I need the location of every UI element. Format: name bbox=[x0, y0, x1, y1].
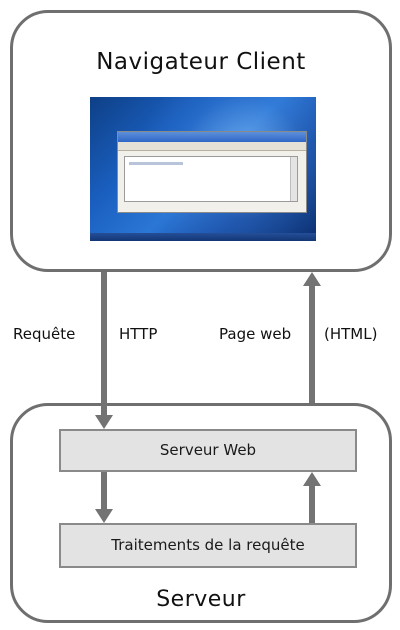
browser-window-toolbar bbox=[118, 142, 306, 151]
request-arrow-head-to-webserver bbox=[95, 415, 113, 429]
request-arrow-line-inner bbox=[101, 403, 107, 415]
response-arrow-head-top bbox=[303, 272, 321, 286]
request-arrow-line-top bbox=[101, 272, 107, 403]
response-arrow-line-top bbox=[309, 286, 315, 403]
processing-arrow-line-down bbox=[101, 472, 107, 509]
request-label-requete: Requête bbox=[13, 325, 76, 343]
browser-window-titlebar bbox=[118, 132, 306, 142]
request-processing-box: Traitements de la requête bbox=[59, 523, 357, 568]
client-title: Navigateur Client bbox=[96, 49, 306, 75]
browser-window-text-line bbox=[129, 162, 183, 165]
web-server-box: Serveur Web bbox=[59, 429, 357, 472]
browser-screenshot bbox=[90, 97, 316, 241]
browser-window-thumbnail bbox=[117, 131, 307, 213]
processing-arrow-head-down bbox=[95, 509, 113, 523]
browser-window-content bbox=[124, 156, 298, 202]
processing-arrow-line-up bbox=[309, 486, 315, 523]
server-title: Serveur bbox=[156, 587, 246, 612]
desktop-taskbar bbox=[90, 233, 316, 241]
client-browser-box: Navigateur Client bbox=[10, 10, 392, 272]
response-label-page-web: Page web bbox=[219, 325, 292, 343]
response-label-html: (HTML) bbox=[324, 325, 378, 343]
processing-arrow-head-up bbox=[303, 472, 321, 486]
request-label-http: HTTP bbox=[119, 325, 158, 343]
browser-window-scrollbar bbox=[290, 157, 297, 201]
